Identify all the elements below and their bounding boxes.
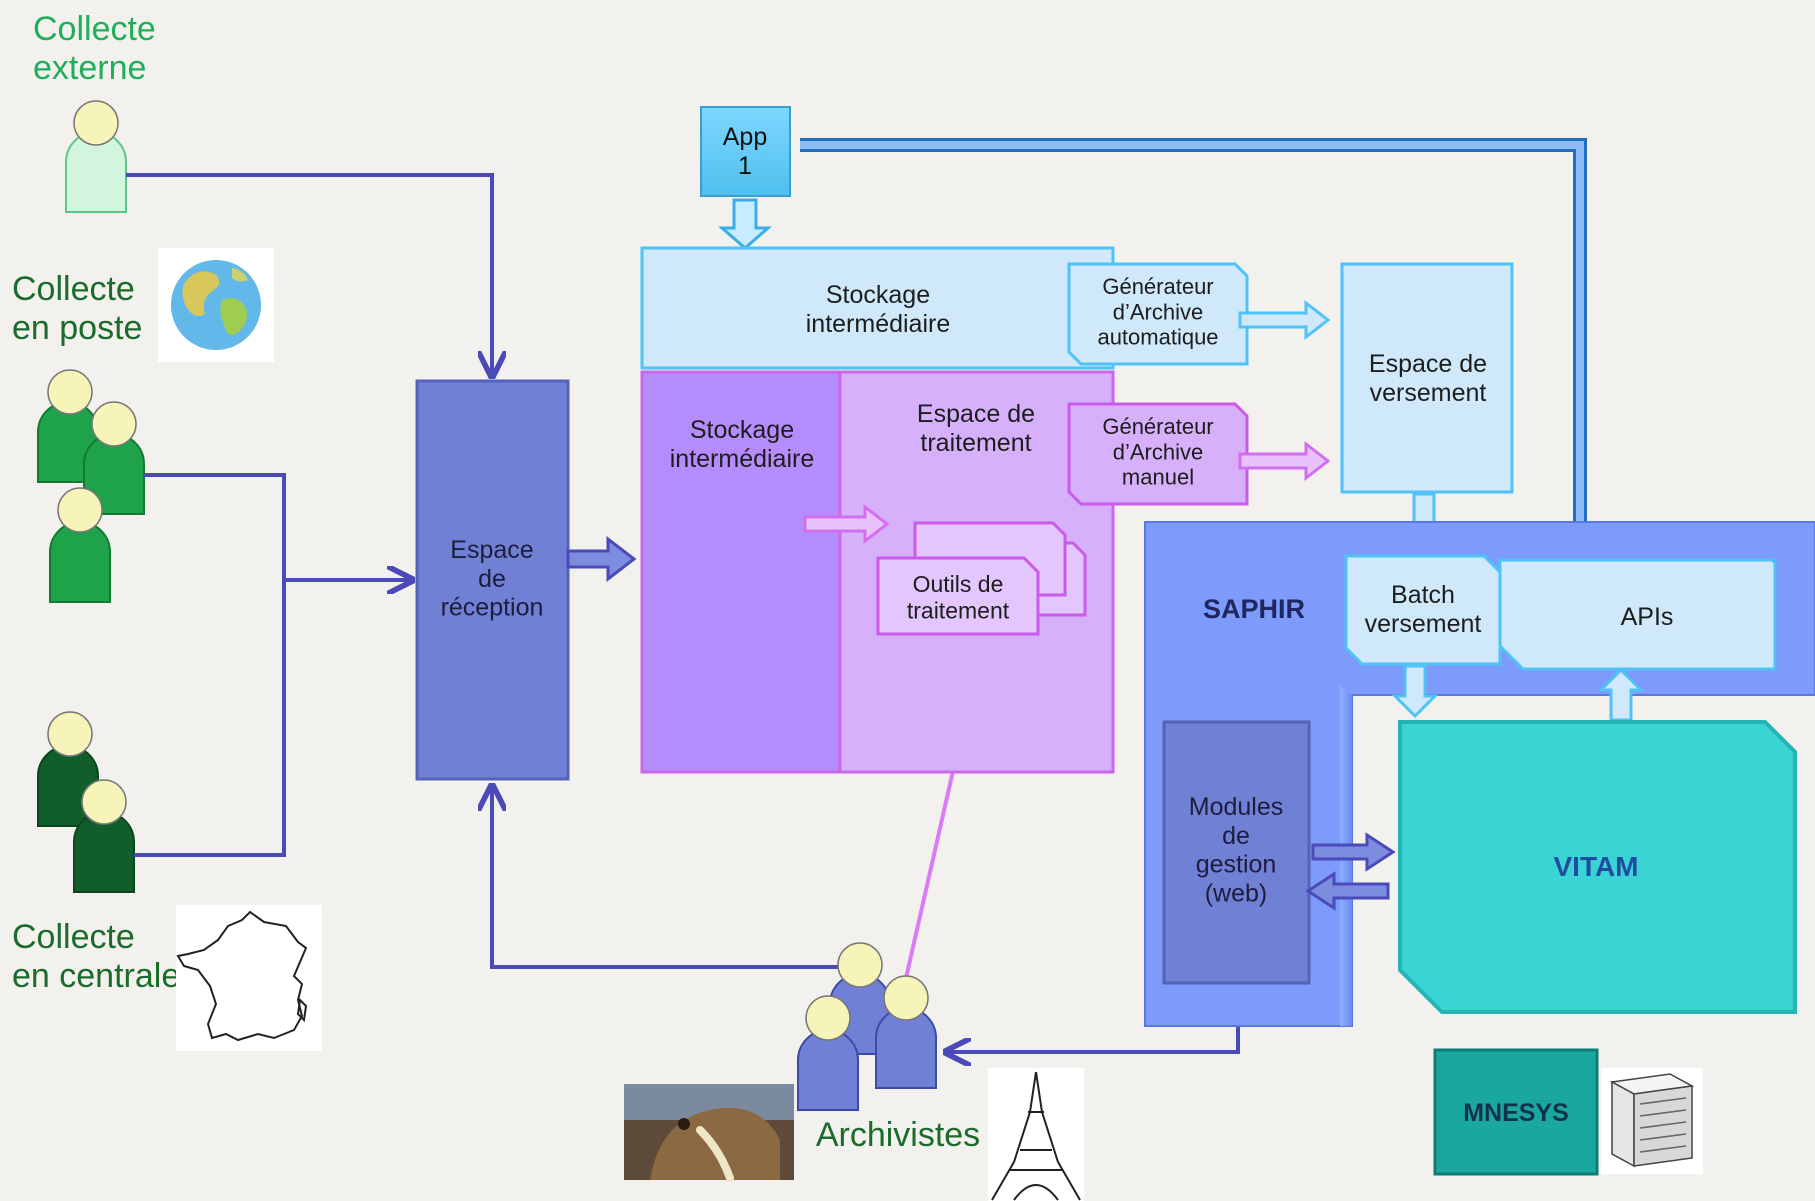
person-icon [83, 401, 145, 515]
arrow-modules-vitam [1311, 832, 1396, 872]
vitam-box: VITAM [1398, 720, 1797, 1014]
mnesys-box: MNESYS [1433, 1048, 1599, 1176]
arrow-vitam-apis [1597, 667, 1645, 722]
person-icon [65, 100, 127, 213]
arrow-manuel-versement [1238, 440, 1331, 482]
arrow-auto-versement [1238, 299, 1331, 341]
globe-icon [158, 248, 274, 362]
arrow-reception-stockage [566, 535, 637, 583]
saphir-label: SAPHIR [1203, 594, 1305, 624]
arrow-app-stockage [717, 198, 773, 250]
connector-archivistes-reception [492, 786, 840, 969]
apis-label: APIs [1621, 603, 1674, 631]
person-icon [73, 779, 135, 893]
elephant-photo-icon [624, 1084, 794, 1182]
archivistes-label: Archivistes [816, 1116, 980, 1154]
vitam-label: VITAM [1553, 851, 1638, 882]
connector-externe [126, 173, 492, 376]
connector-collecte [134, 473, 412, 857]
france-map-icon [176, 905, 322, 1051]
eiffel-tower-icon [988, 1068, 1084, 1201]
apis-box[interactable]: APIs [1498, 558, 1777, 671]
mnesys-label: MNESYS [1463, 1099, 1569, 1127]
arrow-vitam-modules [1305, 871, 1390, 911]
person-icon [797, 995, 859, 1111]
arrow-batch-vitam [1391, 664, 1439, 719]
person-icon [49, 487, 111, 603]
person-icon [875, 975, 937, 1089]
arrow-stockage-traitement [803, 503, 890, 545]
paper-stack-icon [1601, 1068, 1703, 1174]
